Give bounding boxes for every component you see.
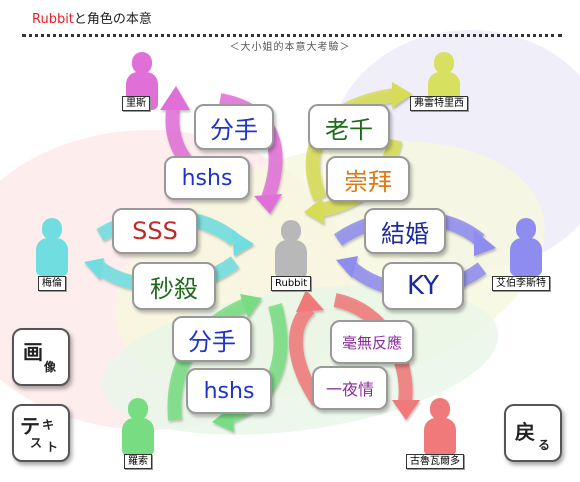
person-head [132, 52, 152, 74]
title-rest: と角色の本意 [73, 12, 152, 27]
label-ivy-out: 結婚 [364, 208, 446, 254]
label-lis-out: 分手 [194, 104, 274, 150]
name-mei: 梅倫 [38, 276, 66, 291]
person-head [434, 52, 454, 74]
label-fr-out: 老千 [308, 104, 390, 150]
person-body [122, 418, 154, 456]
page-title: Rubbitと角色の本意 [32, 8, 152, 27]
person-head [281, 220, 301, 242]
text-button-small-1: キ [42, 418, 55, 432]
title-divider [22, 34, 562, 37]
name-ivy: 艾伯李斯特 [492, 276, 550, 291]
person-head [42, 218, 62, 240]
name-rubbit: Rubbit [271, 276, 312, 291]
image-button[interactable]: 画 像 [12, 328, 70, 386]
text-button-small-2: ス [30, 436, 43, 450]
label-ross-in: hshs [186, 368, 272, 414]
back-button[interactable]: 戻 る [504, 404, 562, 462]
person-head [516, 218, 536, 240]
person-rubbit-icon [265, 220, 317, 278]
person-head [430, 398, 450, 420]
name-freddy: 弗雷特里西 [410, 96, 468, 111]
person-body [424, 418, 456, 456]
person-body [510, 238, 542, 276]
label-fr-in: 崇拜 [326, 156, 410, 202]
image-button-big: 画 [23, 340, 43, 364]
person-head [128, 398, 148, 420]
name-ross: 羅索 [124, 454, 152, 469]
back-button-big: 戻 [515, 420, 535, 444]
person-ross-icon [112, 398, 164, 456]
person-gulu-icon [414, 398, 466, 456]
title-brand: Rubbit [32, 12, 74, 27]
person-ivy-icon [500, 218, 552, 276]
label-gulu-in: 一夜情 [312, 366, 388, 410]
person-body [275, 240, 307, 278]
text-button-big: テ [20, 414, 40, 438]
text-button-small-3: ト [46, 440, 59, 454]
person-mei-icon [26, 218, 78, 276]
text-button[interactable]: テ キ ス ト [12, 404, 70, 462]
name-lis: 里斯 [122, 96, 150, 111]
image-button-small: 像 [44, 360, 57, 374]
label-mei-in: 秒殺 [132, 262, 216, 310]
arrow-gulu-out [288, 302, 324, 406]
label-ivy-in: KY [382, 262, 464, 310]
name-gulu: 古魯瓦爾多 [406, 454, 464, 469]
back-button-small: る [538, 438, 551, 452]
header: Rubbitと角色の本意 ＜大小姐的本意大考驗＞ [0, 0, 580, 53]
person-lis-icon [116, 52, 168, 110]
label-ross-out: 分手 [172, 316, 252, 362]
label-mei-out: SSS [112, 208, 198, 254]
person-body [36, 238, 68, 276]
label-lis-in: hshs [164, 156, 250, 200]
page-subtitle: ＜大小姐的本意大考驗＞ [229, 42, 351, 53]
label-gulu-out: 毫無反應 [330, 320, 414, 364]
